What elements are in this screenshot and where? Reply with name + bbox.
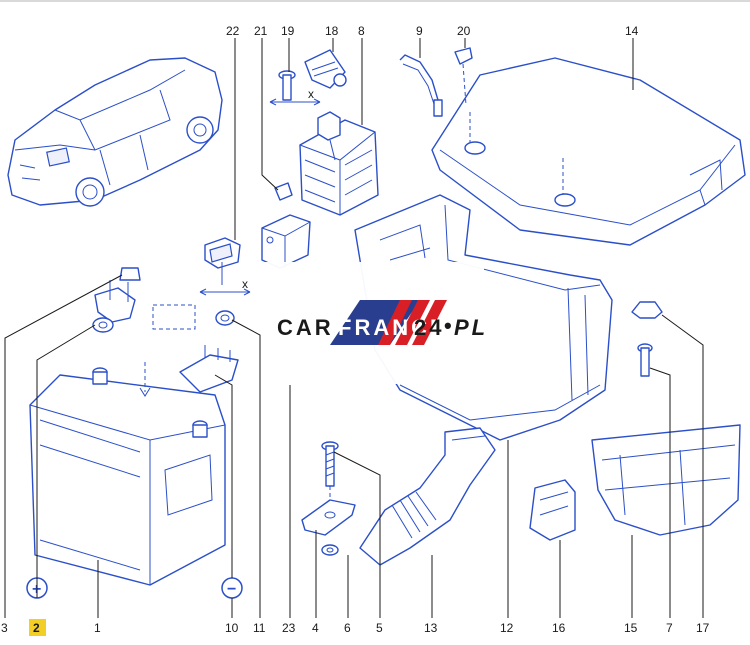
callout-8: 8 — [358, 24, 365, 38]
negative-clamp — [179, 310, 239, 393]
cover-box-left — [261, 214, 311, 269]
svg-text:−: − — [227, 581, 236, 598]
callout-15: 15 — [624, 621, 638, 635]
battery — [29, 304, 226, 586]
callout-14: 14 — [625, 24, 639, 38]
callout-16: 16 — [552, 621, 566, 635]
callout-4: 4 — [312, 621, 319, 635]
callout-21: 21 — [254, 24, 268, 38]
callout-18: 18 — [325, 24, 339, 38]
callout-3: 3 — [1, 621, 8, 635]
watermark-brand-num: 24 — [414, 315, 444, 340]
bracket-4 — [301, 499, 356, 536]
watermark-brand-left: CAR — [277, 315, 334, 340]
callout-20: 20 — [457, 24, 471, 38]
cover-14 — [431, 57, 746, 246]
washer-6 — [321, 544, 339, 556]
callout-22: 22 — [226, 24, 240, 38]
svg-text:x: x — [242, 277, 248, 291]
clip-21 — [274, 182, 293, 201]
bracket-18 — [304, 49, 347, 89]
callout-7: 7 — [666, 621, 673, 635]
callout-19: 19 — [281, 24, 295, 38]
callout-11: 11 — [253, 621, 266, 635]
top-border — [0, 0, 750, 2]
negative-terminal-marker: − — [221, 577, 243, 599]
bracket-16 — [529, 479, 576, 541]
callout-17: 17 — [696, 621, 710, 635]
callout-6: 6 — [344, 621, 351, 635]
watermark-brand-tld: PL — [454, 315, 488, 340]
bolt-7 — [637, 343, 653, 377]
watermark-brand-dot: • — [444, 313, 455, 338]
callout-labels: 22 21 19 18 8 9 20 14 3 2 1 10 11 23 4 6… — [1, 24, 710, 636]
callout-2-highlight — [29, 619, 46, 636]
fuse-box — [299, 111, 379, 216]
cap-17 — [631, 301, 663, 319]
air-duct-13 — [359, 427, 496, 566]
callout-5: 5 — [376, 621, 383, 635]
cable-9 — [399, 54, 443, 117]
connector-22 — [204, 237, 241, 285]
watermark: CAR FRANCE 24 • PL — [262, 262, 488, 384]
screw-20 — [454, 47, 473, 106]
watermark-brand-mid: FRANCE — [338, 315, 448, 340]
bolt-5 — [321, 441, 339, 508]
callout-9: 9 — [416, 24, 423, 38]
callout-12: 12 — [500, 621, 514, 635]
callout-10: 10 — [225, 621, 239, 635]
callout-13: 13 — [424, 621, 438, 635]
screw-19 — [278, 70, 296, 101]
callout-1: 1 — [94, 621, 101, 635]
shield-15 — [591, 424, 741, 536]
svg-text:x: x — [308, 87, 314, 101]
callout-2: 2 — [33, 621, 40, 635]
leader-lines — [4, 38, 704, 618]
x-dimension: x x — [199, 87, 321, 296]
callout-23: 23 — [282, 621, 296, 635]
car-illustration — [7, 57, 223, 207]
